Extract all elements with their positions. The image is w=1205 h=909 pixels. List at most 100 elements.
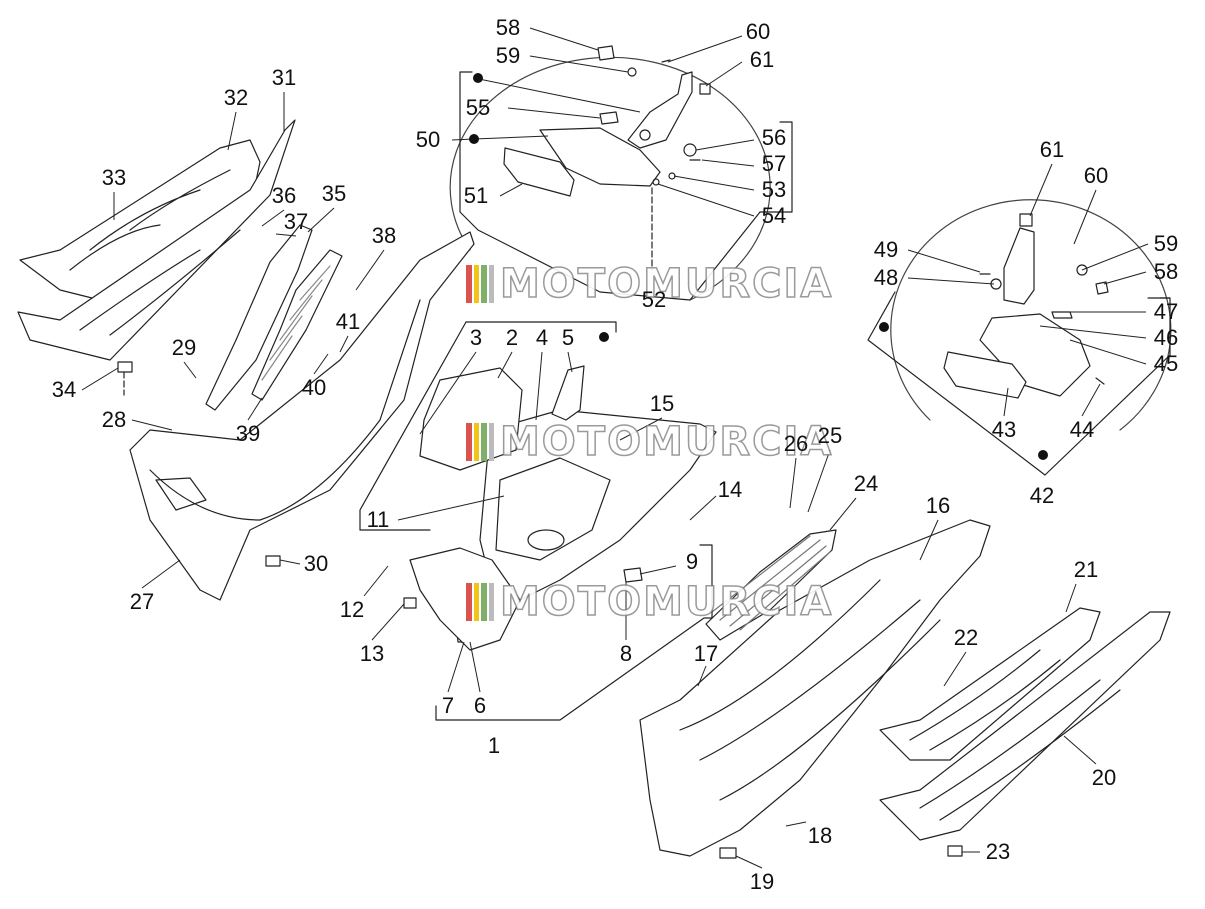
label-58: 58 — [495, 15, 521, 40]
leader-line — [1081, 243, 1149, 271]
leader-line — [339, 335, 349, 353]
part-61-nut — [699, 83, 711, 95]
watermark: MOTOMURCIA — [466, 578, 834, 626]
leader-line — [907, 249, 981, 273]
label-17: 17 — [693, 641, 719, 666]
leader-line — [355, 249, 385, 291]
part-54-ball — [652, 178, 660, 186]
label-5: 5 — [561, 325, 575, 350]
label-25: 25 — [817, 423, 843, 448]
leader-line — [695, 139, 755, 151]
leader-line — [943, 651, 967, 687]
watermark-text: MOTOMURCIA — [499, 578, 834, 626]
leader-line — [535, 351, 543, 421]
label-20: 20 — [1091, 765, 1117, 790]
part-34-clip — [117, 361, 133, 373]
part-58r-bolt — [1095, 281, 1109, 295]
part-21-mat — [879, 607, 1101, 761]
label-47: 47 — [1153, 299, 1179, 324]
leader-line — [507, 107, 601, 119]
label-54: 54 — [761, 203, 787, 228]
reference-dot — [599, 332, 609, 342]
leader-line — [1063, 735, 1097, 765]
label-40: 40 — [301, 375, 327, 400]
label-52: 52 — [641, 287, 667, 312]
leader-line — [473, 77, 641, 113]
label-56: 56 — [761, 125, 787, 150]
label-14: 14 — [717, 477, 743, 502]
label-37: 37 — [283, 209, 309, 234]
label-53: 53 — [761, 177, 787, 202]
label-50: 50 — [415, 127, 441, 152]
label-35: 35 — [321, 181, 347, 206]
label-45: 45 — [1153, 351, 1179, 376]
leader-line — [227, 111, 237, 151]
watermark-text: MOTOMURCIA — [499, 260, 834, 308]
label-60-right: 60 — [1083, 163, 1109, 188]
leader-line — [639, 565, 677, 575]
leader-line — [701, 159, 755, 167]
bracket-50 — [459, 71, 479, 231]
part-60-bracket — [627, 71, 693, 149]
leader-line — [807, 449, 831, 513]
part-61r-nut — [1019, 213, 1033, 227]
label-12: 12 — [339, 597, 365, 622]
leader-line — [261, 209, 285, 227]
part-55-pin — [599, 111, 619, 125]
label-33: 33 — [101, 165, 127, 190]
leader-line — [183, 361, 197, 379]
leader-line — [1069, 339, 1147, 365]
leader-line — [447, 641, 465, 693]
compartment-hole — [527, 529, 565, 551]
leader-line — [473, 135, 549, 140]
part-60r-bracket — [1003, 227, 1035, 305]
reference-dot — [473, 73, 483, 83]
label-43: 43 — [991, 417, 1017, 442]
label-58-right: 58 — [1153, 259, 1179, 284]
leader-line — [371, 603, 405, 641]
label-46: 46 — [1153, 325, 1179, 350]
reference-dot — [469, 134, 479, 144]
leader-line — [919, 519, 939, 561]
part-30-clip — [265, 555, 281, 567]
leader-line — [529, 55, 629, 73]
watermark-flag-icon — [466, 583, 496, 621]
leader-line — [247, 397, 263, 421]
leader-line — [497, 351, 513, 379]
label-1: 1 — [487, 733, 501, 758]
leader-line — [81, 367, 119, 391]
part-cover-front — [409, 547, 521, 651]
leader-line — [307, 207, 335, 233]
leader-line — [735, 855, 763, 869]
label-55: 55 — [465, 95, 491, 120]
part-56-washer — [683, 143, 697, 157]
label-15: 15 — [649, 391, 675, 416]
part-43-pad — [943, 351, 1027, 399]
part-58-bolt — [597, 45, 615, 61]
leader-line — [907, 277, 995, 285]
label-42: 42 — [1029, 483, 1055, 508]
leader-line — [1029, 163, 1053, 217]
watermark: MOTOMURCIA — [466, 260, 834, 308]
leader-line — [469, 641, 481, 693]
part-51-pad — [503, 147, 575, 197]
leader-line — [1039, 325, 1147, 339]
bracket-4 — [465, 321, 617, 333]
inset-circle-top — [449, 56, 771, 301]
part-23-clip — [947, 845, 963, 857]
label-34: 34 — [51, 377, 77, 402]
leader-line — [1003, 387, 1009, 417]
leader-line — [529, 27, 599, 51]
label-18: 18 — [807, 823, 833, 848]
label-32: 32 — [223, 85, 249, 110]
leader-line — [131, 419, 173, 431]
leader-line — [397, 495, 505, 521]
leader-line — [275, 233, 297, 237]
label-3: 3 — [469, 325, 483, 350]
part-35-panel — [205, 224, 313, 411]
part-31-mat — [17, 119, 296, 361]
bracket-1 — [435, 544, 713, 721]
label-9: 9 — [685, 549, 699, 574]
leader-line — [689, 495, 717, 521]
